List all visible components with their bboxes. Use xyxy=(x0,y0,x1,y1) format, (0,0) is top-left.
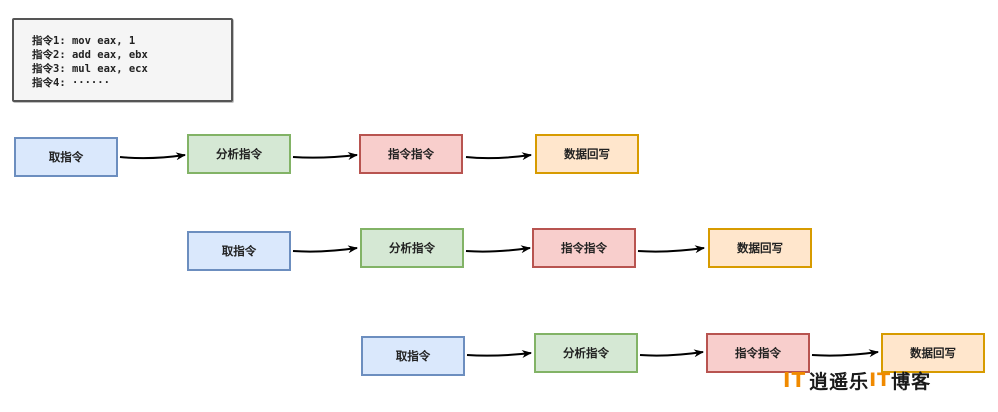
watermark-text-accent: IT xyxy=(869,369,892,391)
arrow-r1-1 xyxy=(119,152,186,161)
row1-writeback-stage: 数据回写 xyxy=(535,134,639,174)
code-line-1: 指令1: mov eax, 1 xyxy=(32,35,136,47)
row2-execute-stage: 指令指令 xyxy=(532,228,636,268)
row3-fetch-stage: 取指令 xyxy=(361,336,465,376)
watermark-text-1: 逍遥乐 xyxy=(809,370,870,393)
watermark-text-2: 博客 xyxy=(891,370,932,393)
row3-writeback-stage: 数据回写 xyxy=(881,333,985,373)
arrow-r2-1 xyxy=(292,245,358,254)
instruction-code-block: 指令1: mov eax, 1 指令2: add eax, ebx 指令3: m… xyxy=(12,18,233,102)
row3-execute-stage: 指令指令 xyxy=(706,333,810,373)
arrow-r1-3 xyxy=(465,152,532,161)
code-line-3: 指令3: mul eax, ecx xyxy=(32,63,148,75)
row3-decode-stage: 分析指令 xyxy=(534,333,638,373)
arrow-r2-3 xyxy=(637,245,705,254)
arrow-r3-2 xyxy=(639,349,704,358)
row2-decode-stage: 分析指令 xyxy=(360,228,464,268)
watermark-logo-icon: IT xyxy=(783,368,807,392)
arrow-r3-3 xyxy=(811,349,879,358)
row1-decode-stage: 分析指令 xyxy=(187,134,291,174)
row1-fetch-stage: 取指令 xyxy=(14,137,118,177)
blog-watermark: IT 逍遥乐 IT 博客 xyxy=(783,368,932,393)
arrow-r1-2 xyxy=(292,152,358,160)
row1-execute-stage: 指令指令 xyxy=(359,134,463,174)
arrow-r3-1 xyxy=(466,350,532,358)
code-line-4: 指令4: ······ xyxy=(32,77,110,89)
arrow-r2-2 xyxy=(465,245,531,254)
row2-fetch-stage: 取指令 xyxy=(187,231,291,271)
code-line-2: 指令2: add eax, ebx xyxy=(32,49,148,61)
row2-writeback-stage: 数据回写 xyxy=(708,228,812,268)
